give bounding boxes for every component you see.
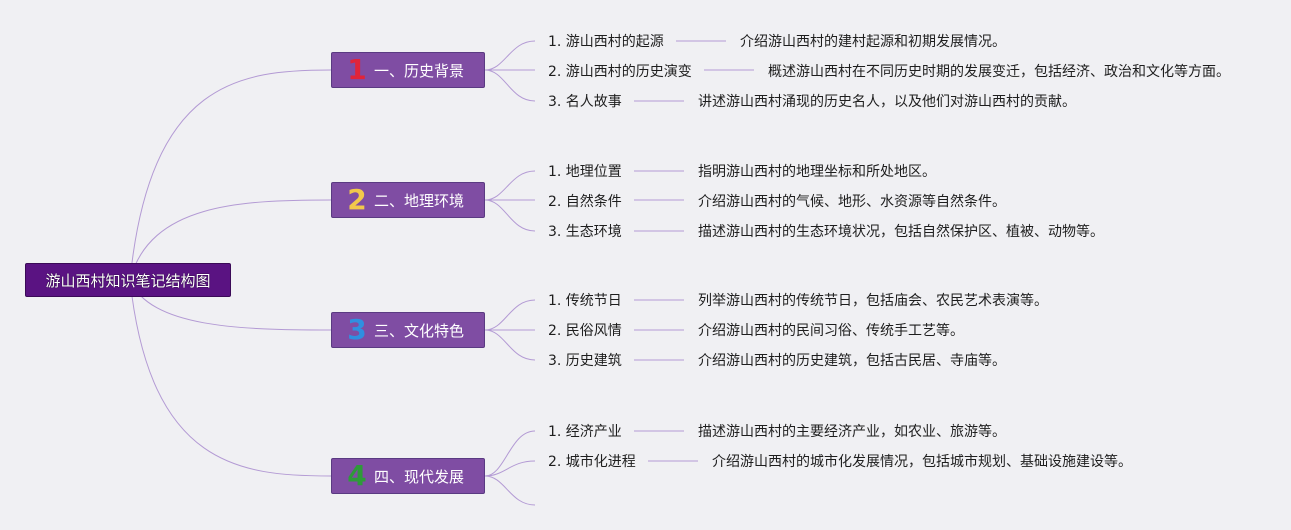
branch-label: 二、地理环境 — [374, 191, 465, 210]
number-4-badge: 4 — [347, 459, 367, 492]
branch-culture[interactable]: 3 三、文化特色 — [331, 312, 485, 348]
root-connector-4 — [129, 279, 332, 477]
desc-architecture: 介绍游山西村的历史建筑，包括古民居、寺庙等。 — [698, 353, 1006, 369]
desc-ecology: 描述游山西村的生态环境状况，包括自然保护区、植被、动物等。 — [698, 224, 1104, 240]
branch-modern[interactable]: 4 四、现代发展 — [331, 458, 485, 494]
branch-label: 四、现代发展 — [374, 467, 465, 486]
branch-2-item-connector-1 — [484, 170, 536, 201]
desc-origin: 介绍游山西村的建村起源和初期发展情况。 — [740, 34, 1006, 50]
item-architecture[interactable]: 3. 历史建筑 — [548, 353, 622, 369]
desc-folk-customs: 介绍游山西村的民间习俗、传统手工艺等。 — [698, 323, 964, 339]
item-history-evolution[interactable]: 2. 游山西村的历史演变 — [548, 64, 692, 80]
branch-label: 一、历史背景 — [374, 61, 465, 80]
branch-4-item-connector-2 — [484, 460, 536, 477]
branch-3-item-connector-1 — [484, 299, 536, 331]
branch-geography[interactable]: 2 二、地理环境 — [331, 182, 485, 218]
desc-history-evolution: 概述游山西村在不同历史时期的发展变迁，包括经济、政治和文化等方面。 — [768, 64, 1230, 80]
branch-3-item-connector-3 — [484, 329, 536, 361]
item-urbanization[interactable]: 2. 城市化进程 — [548, 454, 636, 470]
desc-celebrities: 讲述游山西村涌现的历史名人，以及他们对游山西村的贡献。 — [698, 94, 1076, 110]
item-festivals[interactable]: 1. 传统节日 — [548, 293, 622, 309]
branch-label: 三、文化特色 — [374, 321, 465, 340]
root-connector-2 — [129, 199, 332, 281]
root-connector-1 — [129, 69, 332, 281]
desc-location: 指明游山西村的地理坐标和所处地区。 — [698, 164, 936, 180]
item-origin[interactable]: 1. 游山西村的起源 — [548, 34, 664, 50]
desc-urbanization: 介绍游山西村的城市化发展情况，包括城市规划、基础设施建设等。 — [712, 454, 1132, 470]
branch-4-item-connector-1 — [484, 430, 536, 477]
item-folk-customs[interactable]: 2. 民俗风情 — [548, 323, 622, 339]
item-location[interactable]: 1. 地理位置 — [548, 164, 622, 180]
root-node[interactable]: 游山西村知识笔记结构图 — [25, 263, 231, 297]
branch-4-item-connector-3 — [484, 475, 536, 506]
number-2-badge: 2 — [347, 183, 367, 216]
branch-1-item-connector-1 — [484, 40, 536, 71]
desc-festivals: 列举游山西村的传统节日，包括庙会、农民艺术表演等。 — [698, 293, 1048, 309]
item-celebrities[interactable]: 3. 名人故事 — [548, 94, 622, 110]
number-1-badge: 1 — [347, 53, 367, 86]
branch-1-item-connector-3 — [484, 69, 536, 102]
branch-history[interactable]: 1 一、历史背景 — [331, 52, 485, 88]
item-natural-conditions[interactable]: 2. 自然条件 — [548, 194, 622, 210]
desc-economy: 描述游山西村的主要经济产业，如农业、旅游等。 — [698, 424, 1006, 440]
item-ecology[interactable]: 3. 生态环境 — [548, 224, 622, 240]
number-3-badge: 3 — [347, 313, 367, 346]
desc-natural-conditions: 介绍游山西村的气候、地形、水资源等自然条件。 — [698, 194, 1006, 210]
item-economy[interactable]: 1. 经济产业 — [548, 424, 622, 440]
branch-2-item-connector-3 — [484, 199, 536, 232]
